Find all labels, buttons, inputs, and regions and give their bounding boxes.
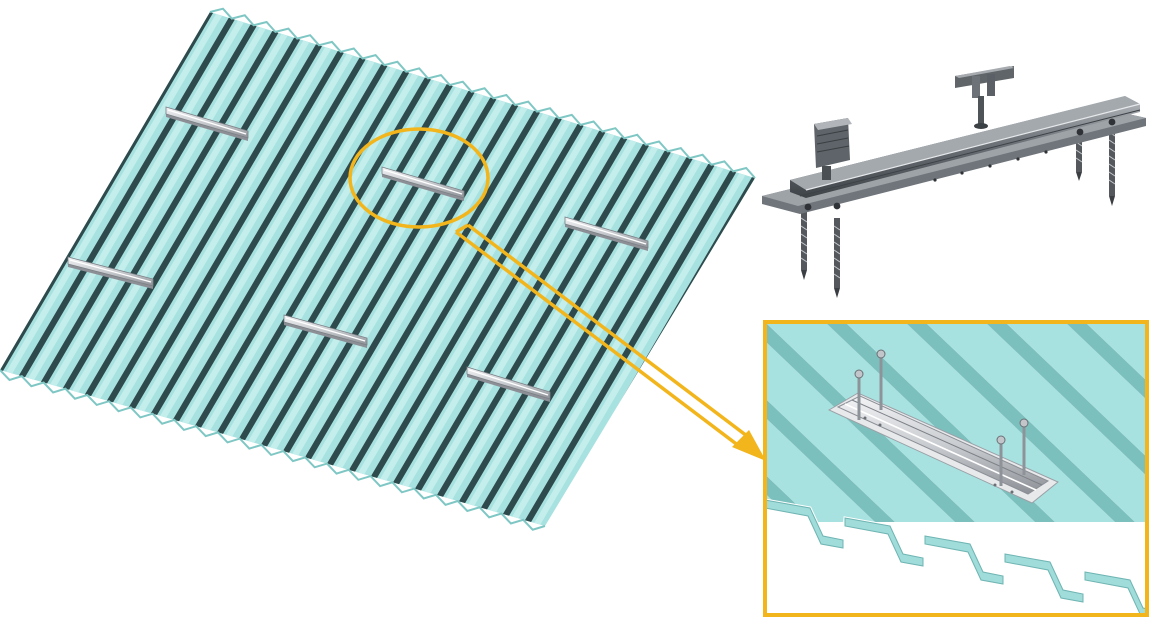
flange-bolts — [804, 118, 1116, 211]
roof-groove — [422, 143, 649, 522]
roof-groove — [400, 137, 628, 516]
mini-rail-highlight — [383, 169, 463, 195]
mini-rail — [283, 314, 368, 348]
mini-rail-highlight — [285, 317, 366, 342]
mini-rail — [165, 106, 249, 141]
lag-screw — [800, 212, 808, 280]
roof-crest — [104, 47, 331, 426]
detail-roof — [765, 322, 1147, 615]
mini-rail — [67, 256, 154, 289]
mini-rail-highlight — [167, 109, 247, 135]
roof-crest — [431, 146, 658, 525]
lag-screw — [1108, 124, 1116, 206]
roof-groove — [378, 130, 606, 509]
roof-groove — [466, 157, 693, 526]
roof-crest — [475, 160, 702, 526]
roof-mini-rails — [67, 106, 649, 402]
roof-crest — [300, 106, 528, 485]
mini-rail — [381, 166, 465, 201]
lag-screw — [1075, 136, 1083, 181]
lag-screw — [833, 218, 841, 298]
detail-screws — [857, 356, 1026, 486]
roof-crest — [387, 133, 615, 512]
mini-rail-highlight — [69, 259, 152, 283]
roof-groove — [313, 110, 540, 489]
rail-with-clamps-and-screws-icon — [762, 66, 1146, 298]
roof-crest — [0, 14, 222, 392]
roof-crest — [409, 140, 637, 519]
roof-sheet — [0, 7, 756, 531]
roof-groove — [139, 57, 366, 436]
detail-ridge-wall — [985, 322, 1147, 477]
roof-crest — [453, 153, 680, 526]
zoom-highlight-circle-icon — [348, 127, 490, 229]
mid-clamp — [955, 66, 1014, 129]
roof-crest — [496, 166, 724, 526]
roof-crest — [148, 60, 375, 439]
roof-crest — [82, 40, 310, 419]
detail-ridge-top — [845, 322, 1115, 522]
detail-profile-face — [1004, 553, 1084, 603]
roof-crest — [518, 173, 746, 526]
roof-crest — [126, 53, 353, 432]
mini-rail-highlight — [468, 369, 549, 396]
roof-groove — [357, 123, 584, 502]
detail-profile-face — [844, 517, 924, 567]
roof-groove — [160, 64, 388, 443]
roof-groove — [117, 50, 344, 429]
roof-crest — [169, 67, 397, 446]
detail-ridge-top — [1085, 322, 1147, 382]
roof-sheet-edges — [0, 7, 756, 531]
roof-crest — [366, 126, 593, 505]
mini-rail-bracket-icon — [827, 349, 1059, 504]
detail-ridge-top — [925, 322, 1147, 522]
roof-crest — [191, 73, 419, 452]
mini-rail — [564, 216, 649, 251]
roof-groove — [95, 44, 322, 423]
detail-inset — [763, 320, 1149, 617]
roof-groove — [204, 77, 431, 456]
callout-arrow-icon — [454, 223, 766, 461]
detail-profile-face — [765, 499, 844, 549]
detail-inset-border — [763, 320, 1149, 617]
mini-rail-highlight — [566, 219, 647, 245]
roof-groove — [335, 117, 562, 496]
end-clamp — [814, 118, 852, 180]
roof-bottom-edge-profile — [0, 369, 546, 531]
detail-profile-face — [924, 535, 1004, 585]
mini-rail — [466, 366, 551, 402]
detail-ridge-top — [1005, 322, 1147, 458]
roof-crest — [322, 113, 549, 492]
detail-profile-face — [1084, 571, 1147, 615]
roof-groove — [444, 150, 671, 526]
detail-ridge-wall — [1065, 322, 1147, 401]
roof-crest — [344, 120, 571, 499]
roof-top-edge-profile — [209, 7, 756, 179]
lag-screws — [800, 124, 1116, 298]
roof-groove — [487, 163, 715, 526]
